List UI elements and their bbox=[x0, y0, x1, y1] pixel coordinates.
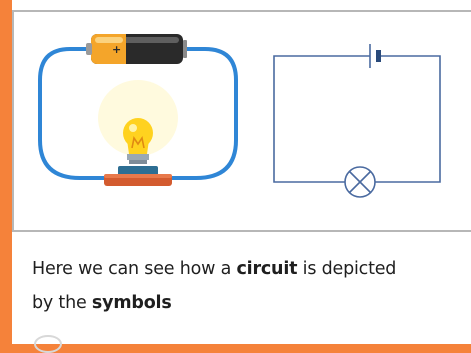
svg-text:+: + bbox=[112, 43, 121, 56]
circuit-diagram: + bbox=[38, 34, 441, 198]
caption-line-1: Here we can see how a circuit is depicte… bbox=[32, 252, 471, 286]
caption-line-2: by the symbols bbox=[32, 286, 471, 320]
lamp-symbol bbox=[344, 166, 376, 198]
pictorial-wire bbox=[38, 47, 112, 180]
caption-segment: Here we can see how a bbox=[32, 259, 237, 279]
caption-text: Here we can see how a circuit is depicte… bbox=[32, 252, 471, 320]
cell-symbol bbox=[369, 44, 381, 68]
caption-segment: by the bbox=[32, 293, 92, 313]
watermark-icon bbox=[34, 335, 62, 353]
pictorial-wire bbox=[164, 47, 238, 180]
schematic-circuit bbox=[273, 55, 441, 183]
light-bulb-icon bbox=[98, 80, 178, 186]
caption-segment: is depicted bbox=[297, 259, 397, 279]
schematic-wire bbox=[375, 55, 441, 183]
caption-keyword-circuit: circuit bbox=[236, 259, 298, 279]
caption-keyword-symbols: symbols bbox=[91, 293, 172, 313]
schematic-wire bbox=[273, 55, 370, 183]
battery-icon: + bbox=[86, 34, 187, 64]
